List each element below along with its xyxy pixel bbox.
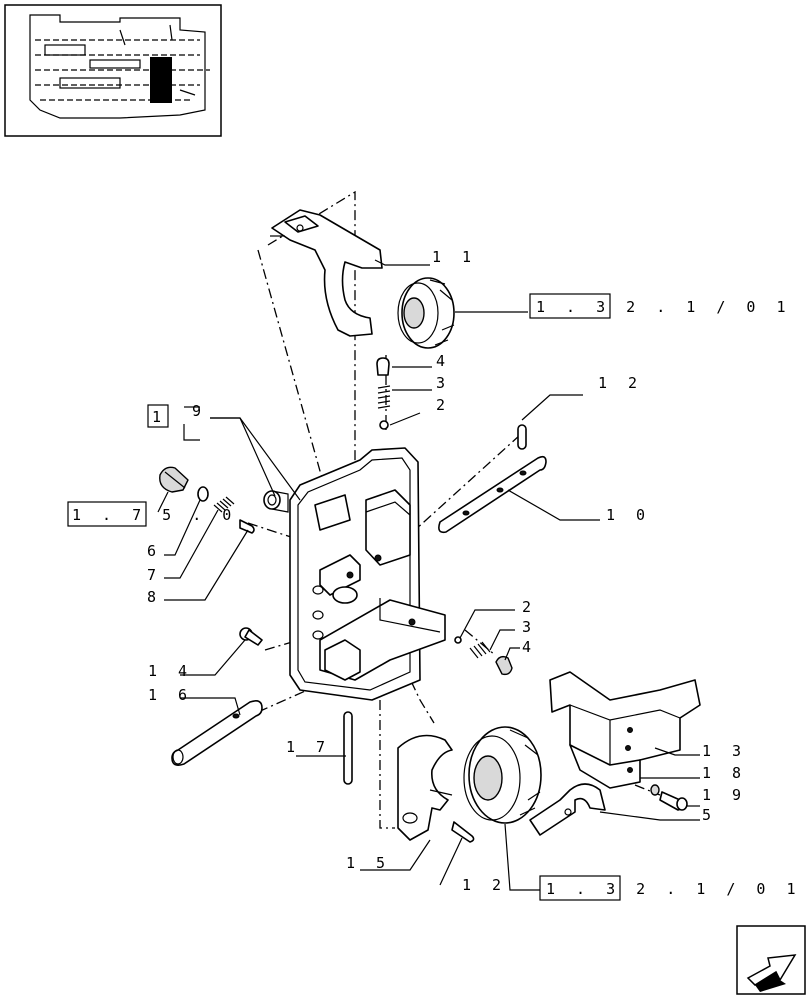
label-13: 1 3 [702, 742, 747, 760]
selector-fork-15[interactable] [397, 734, 475, 843]
plug-4b [495, 655, 513, 676]
label-1: 1 [152, 408, 167, 426]
rod-16[interactable] [171, 700, 263, 766]
spring-3a [377, 385, 391, 409]
leader-lines [157, 259, 700, 891]
gear-bottom[interactable] [463, 726, 542, 824]
label-5: 5 [702, 806, 717, 824]
label-15: 1 5 [346, 854, 391, 872]
housing-plate-9[interactable] [289, 447, 446, 701]
sensor-switch[interactable] [159, 466, 189, 493]
pin-12a[interactable] [517, 424, 527, 450]
selector-fork-11[interactable] [270, 209, 383, 337]
label-11: 1 1 [432, 248, 477, 266]
label-3a: 3 [436, 374, 451, 392]
screw-19[interactable] [659, 791, 688, 811]
label-19: 1 9 [702, 786, 747, 804]
label-8: 8 [147, 588, 162, 606]
label-1-32-top: 1 . 3 2 . 1 / 0 1 [536, 298, 792, 316]
label-4b: 4 [522, 638, 537, 656]
locator-thumbnail[interactable] [4, 4, 222, 137]
label-17: 1 7 [286, 738, 331, 756]
plug-4a [376, 357, 390, 376]
label-2a: 2 [436, 396, 451, 414]
ball-2b [454, 636, 462, 644]
spring-3b [469, 641, 491, 659]
detent-lower[interactable] [454, 636, 513, 676]
label-9: 9 [192, 402, 207, 420]
label-14: 1 4 [148, 662, 193, 680]
label-10: 1 0 [606, 506, 651, 524]
label-2b: 2 [522, 598, 537, 616]
plunger-8[interactable] [239, 519, 255, 534]
label-12b: 1 2 [462, 876, 507, 894]
label-3b: 3 [522, 618, 537, 636]
ref-box-1 [147, 404, 169, 428]
reference-boxes [67, 293, 621, 901]
spring-7[interactable] [213, 496, 235, 513]
callout-labels: 1 1 1 . 3 2 . 1 / 0 1 4 3 2 1 2 1 9 1 . … [72, 248, 802, 898]
bracket-13[interactable] [549, 671, 701, 789]
label-12a: 1 2 [598, 374, 643, 392]
next-page-arrow-icon[interactable] [736, 925, 806, 995]
rod-10[interactable] [438, 455, 547, 534]
label-4a: 4 [436, 352, 451, 370]
label-6: 6 [147, 542, 162, 560]
locator-highlight [150, 57, 172, 103]
detent-upper[interactable] [376, 357, 391, 430]
label-18: 1 8 [702, 764, 747, 782]
ref-box-1-75 [67, 501, 147, 527]
ref-box-1-32-top [529, 293, 611, 319]
clamp-5[interactable] [529, 783, 606, 836]
label-1-32-bottom: 1 . 3 2 . 1 / 0 1 [546, 880, 802, 898]
washer-18[interactable] [650, 784, 660, 796]
label-16: 1 6 [148, 686, 193, 704]
bushing-9a[interactable] [263, 490, 289, 513]
pin-17[interactable] [343, 711, 353, 785]
ref-box-1-32-bottom [539, 875, 621, 901]
pin-12b [451, 821, 475, 843]
washer-6[interactable] [197, 486, 209, 502]
bolt-14[interactable] [239, 627, 263, 646]
label-7: 7 [147, 566, 162, 584]
gear-top[interactable] [397, 277, 455, 349]
label-1-75: 1 . 7 5 . 0 [72, 506, 237, 524]
ball-2a [379, 420, 389, 430]
